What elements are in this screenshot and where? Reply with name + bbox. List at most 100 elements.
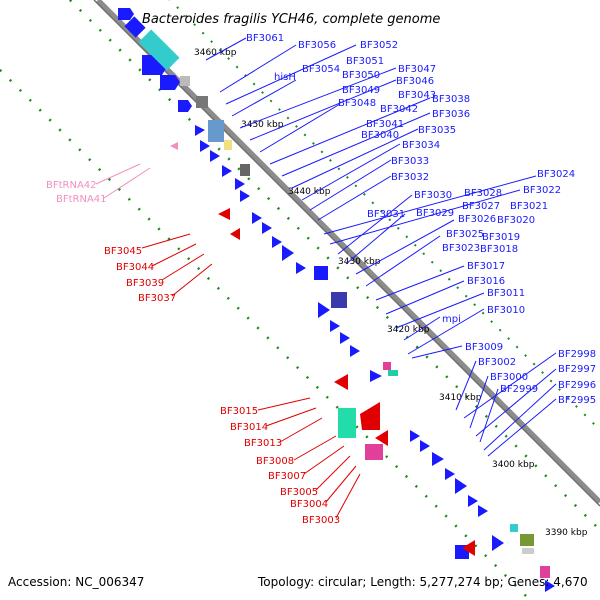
gene-label[interactable]: BF3038 bbox=[432, 94, 470, 105]
forward-gene-arrow bbox=[468, 495, 478, 507]
gene-label[interactable]: BF3021 bbox=[510, 201, 548, 212]
gene-label[interactable]: BF3029 bbox=[416, 208, 454, 219]
gene-label[interactable]: BF3030 bbox=[414, 190, 452, 201]
gene-label[interactable]: BF3003 bbox=[302, 515, 340, 526]
gene-label[interactable]: BF3039 bbox=[126, 278, 164, 289]
reverse-gene-arrow bbox=[462, 540, 475, 556]
gene-label[interactable]: BF3011 bbox=[487, 288, 525, 299]
reverse-gene-arrow bbox=[360, 402, 380, 430]
grey-feature bbox=[196, 96, 208, 108]
gene-label[interactable]: BF3035 bbox=[418, 125, 456, 136]
grey-feature bbox=[522, 548, 534, 554]
gene-label[interactable]: mpi bbox=[442, 314, 461, 325]
gene-label[interactable]: BF3013 bbox=[244, 438, 282, 449]
forward-gene-arrow bbox=[445, 468, 455, 480]
reverse-gene-arrow bbox=[218, 208, 230, 220]
gene-label[interactable]: BF3049 bbox=[342, 85, 380, 96]
darkgrey-feature bbox=[240, 164, 250, 176]
gene-label[interactable]: BF3042 bbox=[380, 104, 418, 115]
gene-label[interactable]: BF3007 bbox=[268, 471, 306, 482]
gene-label[interactable]: BF3000 bbox=[490, 372, 528, 383]
gene-label[interactable]: BF3020 bbox=[497, 215, 535, 226]
kbp-label-3450: 3450 kbp bbox=[241, 120, 284, 130]
gene-label[interactable]: BF2997 bbox=[558, 364, 596, 375]
forward-gene-arrow bbox=[420, 440, 430, 452]
gene-label[interactable]: BF3009 bbox=[465, 342, 503, 353]
gene-label[interactable]: BF3046 bbox=[396, 76, 434, 87]
gene-label[interactable]: BF3052 bbox=[360, 40, 398, 51]
gene-label[interactable]: BF3045 bbox=[104, 246, 142, 257]
gene-label[interactable]: BF3016 bbox=[467, 276, 505, 287]
gene-label[interactable]: BF3050 bbox=[342, 70, 380, 81]
feature-blocks bbox=[138, 29, 550, 578]
cyan-feature bbox=[138, 29, 180, 71]
gene-label[interactable]: BF3037 bbox=[138, 293, 176, 304]
forward-gene-arrow bbox=[318, 302, 330, 318]
forward-gene-arrow bbox=[178, 100, 192, 112]
gene-label[interactable]: BF3025 bbox=[446, 229, 484, 240]
genome-summary-text: Topology: circular; Length: 5,277,274 bp… bbox=[257, 575, 588, 589]
gene-label[interactable]: BF3010 bbox=[487, 305, 525, 316]
gene-label[interactable]: BF3005 bbox=[280, 487, 318, 498]
gene-label[interactable]: BF3002 bbox=[478, 357, 516, 368]
gene-label[interactable]: BF3040 bbox=[361, 130, 399, 141]
gene-label[interactable]: BF3022 bbox=[523, 185, 561, 196]
gene-label[interactable]: BF3015 bbox=[220, 406, 258, 417]
reverse-gene-labels: BF3045 BF3044 BF3039 BF3037 BF3015 BF301… bbox=[104, 246, 340, 526]
kbp-label-3410: 3410 kbp bbox=[439, 393, 482, 403]
forward-gene-arrow bbox=[296, 262, 306, 274]
forward-gene-arrow bbox=[432, 452, 444, 466]
forward-gene-track bbox=[118, 8, 555, 592]
forward-gene-arrow bbox=[478, 505, 488, 517]
teal-feature bbox=[510, 524, 518, 532]
gene-label[interactable]: BF3051 bbox=[346, 56, 384, 67]
gene-label[interactable]: BF3034 bbox=[402, 140, 440, 151]
gene-label[interactable]: BF3018 bbox=[480, 244, 518, 255]
reverse-gene-arrow bbox=[230, 228, 240, 240]
gene-label[interactable]: BF3019 bbox=[482, 232, 520, 243]
gene-label[interactable]: BF3004 bbox=[290, 499, 328, 510]
forward-gene-arrow bbox=[195, 125, 205, 136]
gene-label[interactable]: BF3023 bbox=[442, 243, 480, 254]
gene-label[interactable]: BF3008 bbox=[256, 456, 294, 467]
forward-gene-arrow bbox=[262, 222, 272, 234]
kbp-label-3420: 3420 kbp bbox=[387, 325, 430, 335]
forward-gene-arrow bbox=[282, 245, 294, 261]
reverse-gene-block bbox=[365, 444, 383, 460]
gene-label[interactable]: BF3017 bbox=[467, 261, 505, 272]
trna-marker bbox=[170, 142, 178, 150]
gene-label[interactable]: BF3033 bbox=[391, 156, 429, 167]
forward-gene-block bbox=[314, 266, 328, 280]
gene-label[interactable]: BF2995 bbox=[558, 395, 596, 406]
gene-label[interactable]: BF2996 bbox=[558, 380, 596, 391]
pink-feature bbox=[383, 362, 391, 370]
gene-label[interactable]: BF3032 bbox=[391, 172, 429, 183]
grey-feature bbox=[180, 76, 190, 86]
gene-label[interactable]: BF3024 bbox=[537, 169, 575, 180]
gene-label[interactable]: hisH bbox=[274, 72, 296, 83]
teal-feature bbox=[388, 370, 398, 376]
trna-label[interactable]: BFtRNA41 bbox=[56, 194, 107, 205]
gene-label[interactable]: BF3061 bbox=[246, 33, 284, 44]
gene-label[interactable]: BF3028 bbox=[464, 188, 502, 199]
gene-label[interactable]: BF3043 bbox=[398, 90, 436, 101]
trna-label[interactable]: BFtRNA42 bbox=[46, 180, 97, 191]
gene-label[interactable]: BF3026 bbox=[458, 214, 496, 225]
gene-label[interactable]: BF3036 bbox=[432, 109, 470, 120]
steelblue-feature bbox=[208, 120, 224, 142]
trna-labels: BFtRNA42 BFtRNA41 bbox=[46, 180, 107, 205]
gene-label[interactable]: BF3047 bbox=[398, 64, 436, 75]
gene-label[interactable]: BF2998 bbox=[558, 349, 596, 360]
gene-label[interactable]: BF2999 bbox=[500, 384, 538, 395]
gene-label[interactable]: BF3044 bbox=[116, 262, 154, 273]
gene-label[interactable]: BF3054 bbox=[302, 64, 340, 75]
forward-gene-arrow bbox=[330, 320, 340, 332]
forward-gene-arrow bbox=[340, 332, 350, 344]
gene-label[interactable]: BF3056 bbox=[298, 40, 336, 51]
forward-gene-arrow bbox=[118, 8, 134, 20]
gene-label[interactable]: BF3027 bbox=[462, 201, 500, 212]
gene-label[interactable]: BF3041 bbox=[366, 119, 404, 130]
gene-label[interactable]: BF3048 bbox=[338, 98, 376, 109]
gene-label[interactable]: BF3014 bbox=[230, 422, 268, 433]
gene-label[interactable]: BF3031 bbox=[367, 209, 405, 220]
